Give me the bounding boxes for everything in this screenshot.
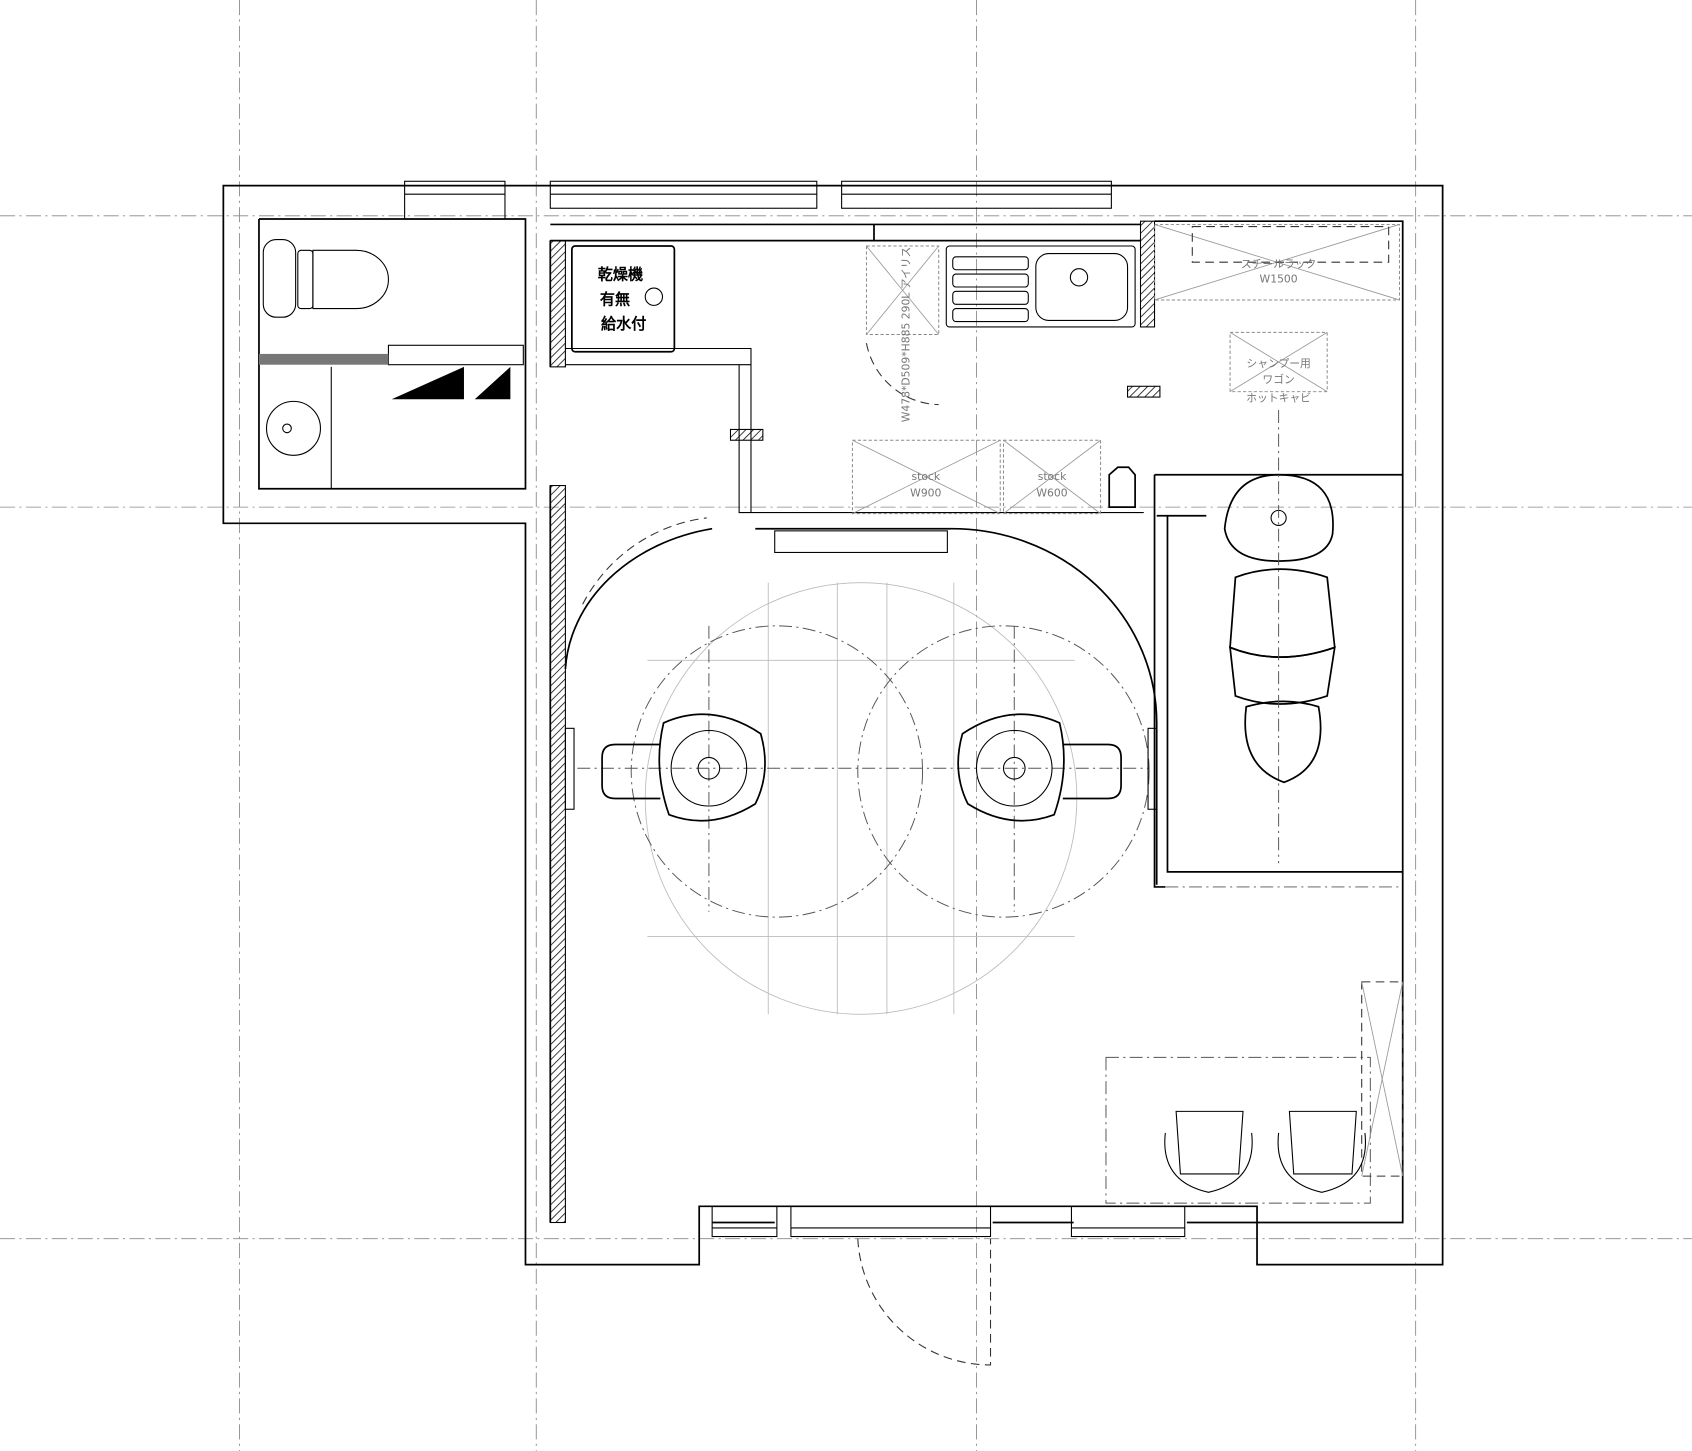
door-jamb: [729, 428, 764, 441]
dryer-label-1: 乾燥機: [598, 265, 643, 283]
storage-cabinet: [1361, 981, 1404, 1177]
wall-mirror-left: [564, 727, 575, 810]
styling-chair-left: [601, 713, 766, 822]
stock-shelf-w600: stock W600: [1002, 439, 1102, 515]
rack-width: W1500: [1260, 273, 1298, 286]
shampoo-wagon: シャンプー用 ワゴン ホットキャビ: [1229, 331, 1328, 404]
mirror-counter: [774, 530, 948, 553]
partition-band: [258, 353, 389, 365]
shampoo-chair: [1223, 410, 1336, 864]
wagon-label-3: ホットキャビ: [1246, 391, 1311, 404]
steel-rack: スチールラック W1500: [1154, 223, 1400, 301]
door-jamb-right: [1127, 385, 1161, 398]
waiting-chair-1: [1164, 1110, 1253, 1193]
step-triangles: [391, 366, 511, 400]
styling-chair-right: [957, 713, 1122, 822]
trash-bin: [1108, 466, 1136, 508]
wall-mirror-right: [1147, 727, 1158, 810]
rack-label: スチールラック: [1241, 258, 1316, 271]
stock-shelf-w900: stock W900: [851, 439, 1001, 515]
hatched-wall-kitchen: [1139, 220, 1156, 328]
dryer-label-2: 有無: [600, 290, 630, 308]
toilet: [262, 238, 389, 318]
toilet-counter: [387, 344, 524, 366]
wash-basin: [265, 366, 332, 489]
stock-width: W900: [910, 486, 941, 499]
kitchen-sink: [945, 245, 1136, 328]
wagon-label-1: シャンプー用: [1246, 357, 1310, 370]
dryer-unit: 乾燥機 有無 給水付: [571, 245, 676, 353]
arch-door[interactable]: [582, 517, 707, 605]
refrigerator: W478*D509*H885 290L アイリス: [865, 245, 940, 423]
waiting-area: [1105, 1056, 1371, 1204]
stock-label: stock: [1038, 470, 1067, 483]
arch-wall: [564, 527, 1158, 885]
windows: [404, 180, 1186, 1238]
waiting-chair-2: [1277, 1110, 1367, 1193]
stock-width: W600: [1036, 486, 1067, 499]
entrance-door-swing[interactable]: [857, 1238, 992, 1366]
main-inner-wall: [549, 220, 1404, 1224]
fridge-label: W478*D509*H885 290L アイリス: [900, 247, 913, 423]
hatched-wall-left: [549, 485, 566, 1224]
outer-wall: [222, 184, 1444, 1266]
dryer-label-3: 給水付: [601, 315, 646, 333]
wagon-label-2: ワゴン: [1262, 373, 1294, 386]
hatched-wall-upper: [549, 240, 566, 368]
stock-label: stock: [911, 470, 940, 483]
